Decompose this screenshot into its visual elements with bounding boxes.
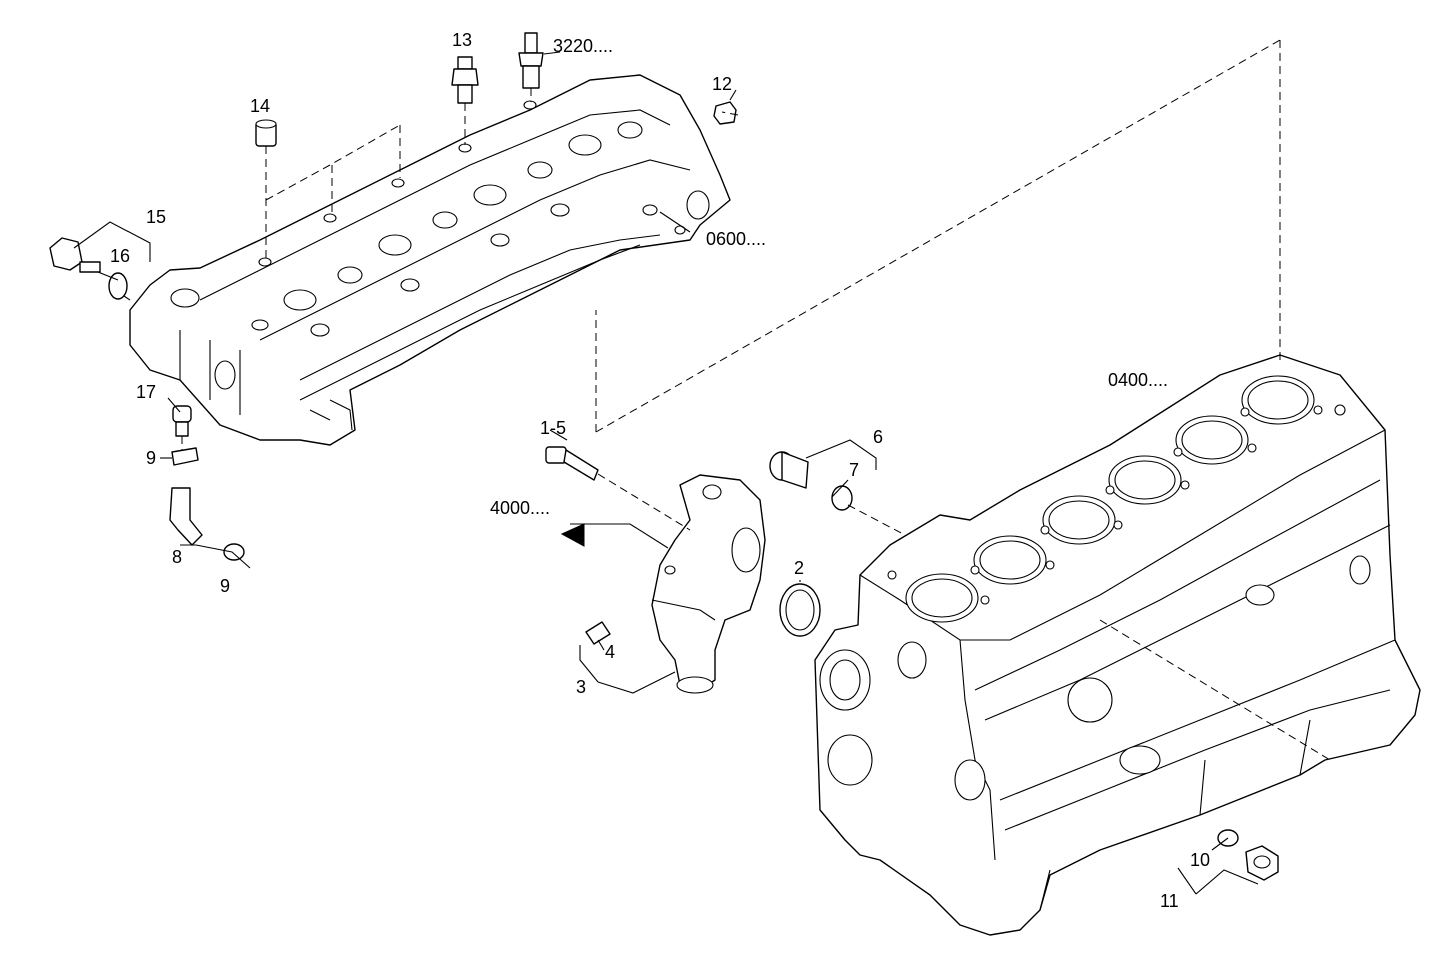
plug-15 xyxy=(49,237,101,273)
label-11: 11 xyxy=(1160,891,1179,911)
label-0600: 0600.... xyxy=(706,229,766,249)
clamp-9a xyxy=(171,447,199,466)
label-9b: 9 xyxy=(220,576,230,596)
thermostat-housing xyxy=(651,474,766,694)
cylinder-head xyxy=(129,74,731,446)
assembly-lines xyxy=(181,39,1331,761)
label-14: 14 xyxy=(250,96,270,116)
ring-7 xyxy=(831,485,853,511)
block-bolt-holes xyxy=(819,404,1371,801)
cylinder-bores xyxy=(905,375,1315,623)
bolt-1-5 xyxy=(545,446,599,481)
label-9a: 9 xyxy=(146,448,156,468)
fitting-3220 xyxy=(518,32,544,89)
sleeve-14 xyxy=(255,119,277,147)
label-17: 17 xyxy=(136,382,156,402)
label-0400: 0400.... xyxy=(1108,370,1168,390)
label-15: 15 xyxy=(146,207,166,227)
fitting-17 xyxy=(172,405,192,437)
fitting-13 xyxy=(451,56,479,104)
head-bolt-holes xyxy=(170,100,710,390)
ring-2 xyxy=(779,583,821,637)
label-12: 12 xyxy=(712,74,732,94)
label-13: 13 xyxy=(452,30,472,50)
label-1-5: 1-5 xyxy=(540,418,566,438)
plug-11 xyxy=(1245,845,1279,881)
cylinder-block xyxy=(814,354,1421,936)
part-labels: 13 3220.... 12 14 15 16 0600.... 0400...… xyxy=(110,30,1210,911)
label-7: 7 xyxy=(849,460,859,480)
label-10: 10 xyxy=(1190,850,1210,870)
label-2: 2 xyxy=(794,558,804,578)
direction-arrow-icon xyxy=(560,523,585,547)
label-8: 8 xyxy=(172,547,182,567)
label-3: 3 xyxy=(576,677,586,697)
label-3220: 3220.... xyxy=(553,36,613,56)
label-4: 4 xyxy=(605,642,615,662)
label-6: 6 xyxy=(873,427,883,447)
hose-8 xyxy=(169,487,203,546)
plug-6 xyxy=(769,451,809,489)
label-16: 16 xyxy=(110,246,130,266)
dowel-4 xyxy=(585,621,611,645)
ring-16 xyxy=(108,272,128,300)
leaders xyxy=(73,51,1259,895)
label-4000: 4000.... xyxy=(490,498,550,518)
clamp-9b xyxy=(223,543,245,561)
small-parts xyxy=(49,32,1279,881)
